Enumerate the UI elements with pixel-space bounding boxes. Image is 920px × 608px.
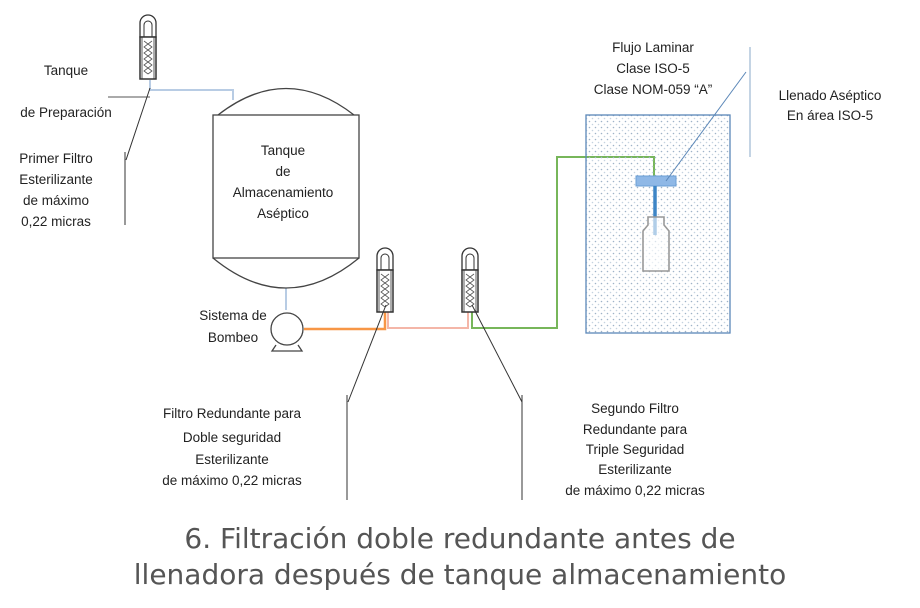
hood-leader <box>665 71 747 182</box>
label-pump-1: Sistema de <box>199 308 267 323</box>
vial-icon <box>642 216 670 272</box>
second-redundant-filter-icon <box>461 247 479 313</box>
label-storage-2: de <box>275 164 290 179</box>
label-fill-1: Llenado Aséptico <box>779 88 882 103</box>
filling-nozzle <box>635 175 677 187</box>
label-redundant-3: Esterilizante <box>195 452 269 467</box>
first-filter-icon <box>139 14 157 80</box>
redundant-filter-icon <box>376 247 394 313</box>
label-second-1: Segundo Filtro <box>591 401 679 416</box>
pipe-prep-to-storage <box>149 80 234 100</box>
pipe-filter-to-filter <box>387 312 469 329</box>
label-fill-2: En área ISO-5 <box>787 108 873 123</box>
label-storage-4: Aséptico <box>257 206 309 221</box>
label-prep-tank-2: de Preparación <box>20 105 112 120</box>
label-second-4: Esterilizante <box>598 462 672 477</box>
pump-icon <box>270 312 304 352</box>
label-flow-3: Clase NOM-059 “A” <box>594 82 713 97</box>
label-redundant-4: de máximo 0,22 micras <box>162 473 302 488</box>
label-flow-2: Clase ISO-5 <box>616 61 690 76</box>
label-first-filter-3: de máximo <box>23 193 89 208</box>
label-pump-2: Bombeo <box>208 330 258 345</box>
pipe-pump-to-filter <box>304 312 387 331</box>
label-first-filter-4: 0,22 micras <box>21 214 91 229</box>
caption-line-1: 6. Filtración doble redundante antes de <box>184 522 735 555</box>
label-first-filter-2: Esterilizante <box>19 172 93 187</box>
label-prep-tank-1: Tanque <box>44 63 88 78</box>
storage-tank <box>212 88 360 289</box>
label-second-2: Redundante para <box>583 422 688 437</box>
label-redundant-1: Filtro Redundante para <box>163 406 302 421</box>
label-second-5: de máximo 0,22 micras <box>565 483 705 498</box>
label-storage-3: Almacenamiento <box>233 185 334 200</box>
label-redundant-2: Doble seguridad <box>183 430 281 445</box>
leader-lines <box>124 87 523 500</box>
label-first-filter-1: Primer Filtro <box>19 151 93 166</box>
caption-line-2: llenadora después de tanque almacenamien… <box>134 558 786 591</box>
label-second-3: Triple Seguridad <box>586 442 685 457</box>
label-flow-1: Flujo Laminar <box>612 40 694 55</box>
label-storage-1: Tanque <box>261 143 305 158</box>
